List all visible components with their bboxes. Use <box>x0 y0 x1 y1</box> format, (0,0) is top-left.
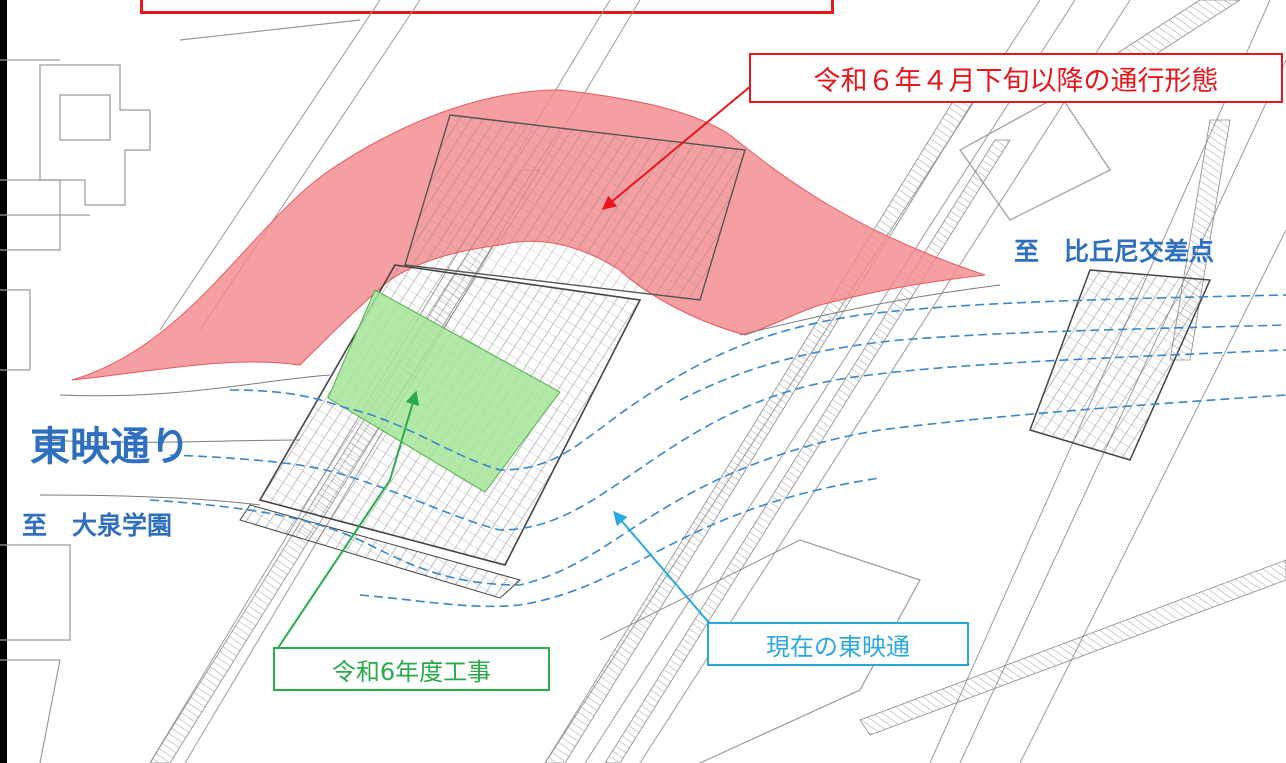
future-traffic-form-callout: 令和６年４月下旬以降の通行形態 <box>749 53 1283 103</box>
direction-oizumi-label: 至 大泉学園 <box>22 511 173 540</box>
current-road-lines <box>149 294 1286 608</box>
building-outlines <box>0 19 1111 763</box>
current-road-arrow <box>613 510 711 625</box>
top-red-frame <box>140 0 834 14</box>
fy6-work-callout: 令和6年度工事 <box>273 647 550 691</box>
road-edge-lines <box>39 284 1001 506</box>
left-frame-border <box>0 0 7 763</box>
future-form-arrow <box>601 84 753 210</box>
road-name-label: 東映通り <box>30 424 190 470</box>
fy6-work-arrow <box>277 390 420 649</box>
current-road-callout: 現在の東映通 <box>707 622 969 666</box>
direction-hiokoni-label: 至 比丘尼交差点 <box>1014 237 1215 266</box>
fy6-work-area <box>327 289 561 493</box>
